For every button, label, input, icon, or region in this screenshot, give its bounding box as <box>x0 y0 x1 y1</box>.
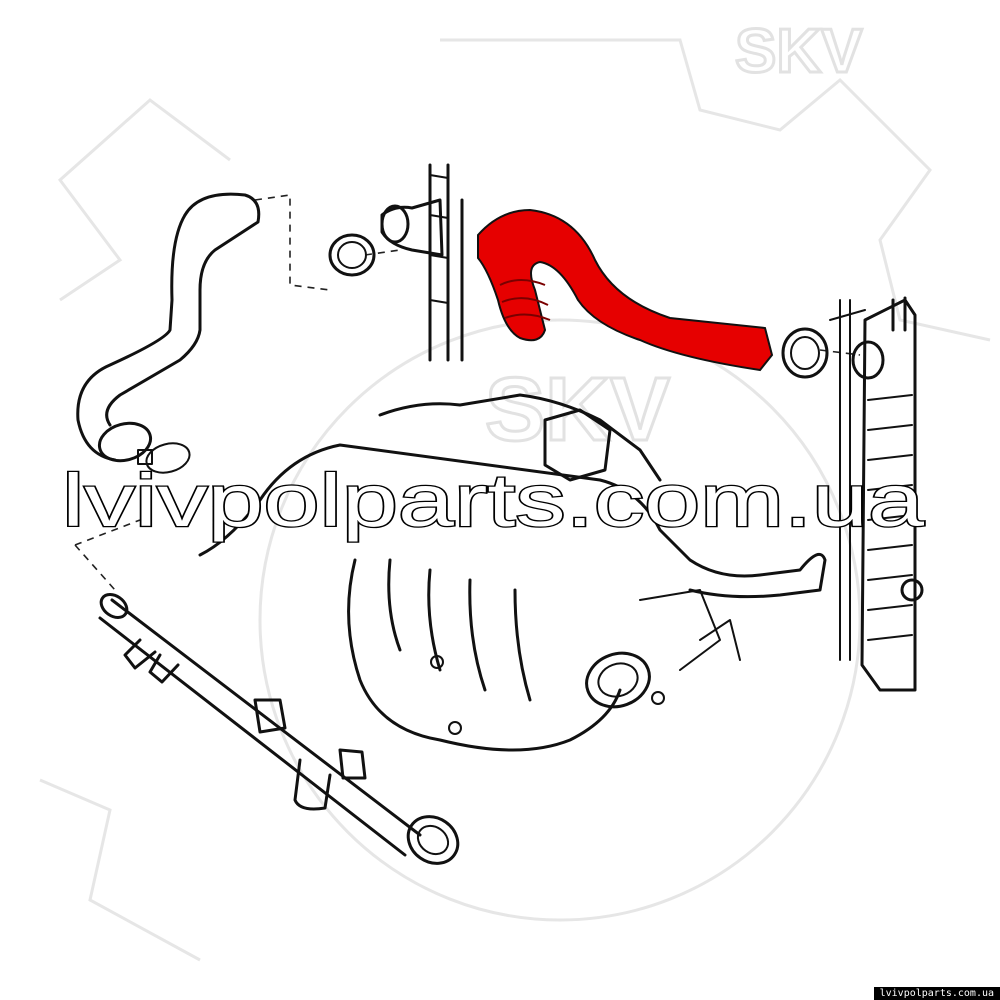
upper-hose-bellows <box>499 279 551 321</box>
water-pipe-lower-port <box>293 758 332 811</box>
upper-radiator-hose <box>477 208 774 372</box>
thermostat-outlet-port <box>380 204 410 244</box>
engine-bracket <box>639 589 741 671</box>
manifold-outlet-port-inner <box>597 662 639 698</box>
intake-pipe <box>198 443 827 599</box>
engine-intake-manifold <box>198 393 827 752</box>
engine-block-edge <box>428 163 464 362</box>
throttle-body <box>543 408 612 482</box>
hose-clamp-left-screw <box>137 449 153 465</box>
lower-hose-end <box>97 421 153 463</box>
radiator-core-edge <box>829 299 866 661</box>
manifold-runners <box>387 558 532 702</box>
water-pipe-outlet <box>406 815 460 865</box>
water-pipe-branch-ports <box>123 638 180 684</box>
water-pipe-inlet <box>99 593 129 619</box>
manifold-bolt-2 <box>651 691 665 705</box>
manifold-bolt-1 <box>430 655 444 669</box>
hose-clamp-radiator <box>781 327 829 379</box>
radiator-drain-plug <box>900 578 924 602</box>
guide-line-lower-hose <box>254 194 331 291</box>
water-pipe-outlet-inner <box>416 824 450 856</box>
hose-clamp-thermostat <box>328 233 376 277</box>
radiator-filler-neck <box>891 296 907 332</box>
hose-clamp-thermostat-inner <box>337 241 367 269</box>
manifold-bolt-3 <box>448 721 462 735</box>
radiator-tank-ribs <box>867 394 913 641</box>
website-banner: lvivpolparts.com.ua <box>62 459 925 542</box>
water-pipe-body <box>98 598 422 857</box>
watermark-gear-ring <box>258 318 862 922</box>
watermark-gear-teeth-top <box>440 38 991 342</box>
engine-block-ribs <box>429 174 449 304</box>
manifold-lower-outline <box>347 558 622 752</box>
lower-hose-outline-upper <box>105 192 261 427</box>
lower-radiator-hose <box>76 192 261 474</box>
watermark-gear-teeth-left <box>57 98 231 302</box>
radiator-inlet <box>851 340 885 380</box>
coolant-water-pipe <box>98 593 460 865</box>
water-pipe-collars <box>253 698 367 780</box>
thermostat-housing-group <box>328 163 464 362</box>
hose-clamp-radiator-inner <box>790 336 820 370</box>
lower-hose-outline-lower <box>76 213 187 462</box>
manifold-outlet-port <box>585 651 651 709</box>
watermark-gear-teeth-bottom <box>39 778 201 962</box>
guide-line-water-pipe <box>74 519 141 591</box>
watermark-logo-text: SKV <box>735 17 862 86</box>
radiator-hose-clamp-group <box>781 327 829 379</box>
guide-line-thermostat <box>364 249 401 256</box>
radiator <box>829 296 924 692</box>
footer-website-tag: lvivpolparts.com.ua <box>873 987 1000 1000</box>
upper-hose-body <box>477 208 774 372</box>
